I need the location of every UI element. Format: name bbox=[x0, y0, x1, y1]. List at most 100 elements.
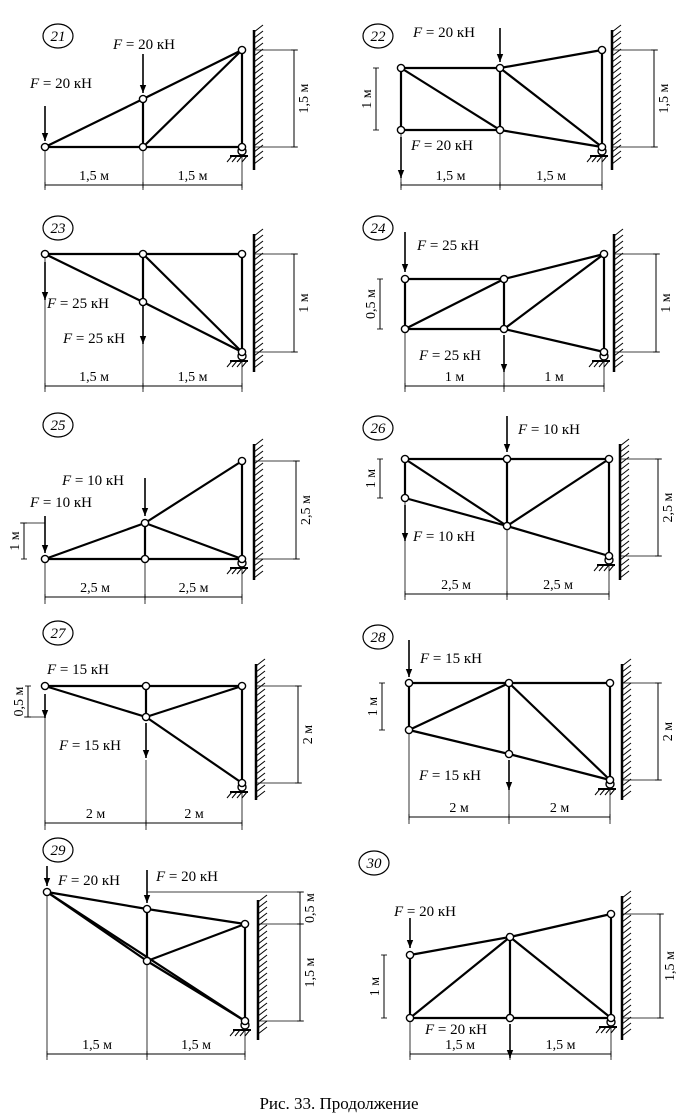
problem-27-bar bbox=[43, 684, 148, 719]
problem-30-load-label: F = 20 кН bbox=[424, 1022, 487, 1038]
problem-24-bar bbox=[502, 327, 606, 354]
problem-23-bar bbox=[141, 300, 244, 354]
problem-26-joint bbox=[400, 454, 410, 464]
problem-27-dimension: 0,5 м bbox=[12, 685, 31, 718]
problem-21-dimension-label: 1,5 м bbox=[297, 83, 312, 113]
problem-26-dimension-label: 1 м bbox=[364, 469, 379, 489]
problem-25-dimension-label: 2,5 м bbox=[299, 495, 314, 525]
problem-30-dimension: 1,5 м bbox=[657, 913, 678, 1019]
problem-26-joint bbox=[604, 551, 614, 561]
problem-24-dimension-label: 1 м bbox=[544, 370, 564, 385]
problem-22-dimension-label: 1,5 м bbox=[536, 169, 566, 184]
problem-22-load-label: F = 20 кН bbox=[412, 25, 475, 41]
problem-29-joint bbox=[240, 919, 250, 929]
problem-30-dimension-label: 1 м bbox=[368, 977, 383, 997]
problem-21-bar bbox=[43, 97, 145, 149]
problem-23-wall bbox=[252, 228, 264, 372]
problem-27-number: 27 bbox=[42, 620, 74, 646]
problem-29-bar bbox=[45, 890, 247, 1023]
problem-28-dimension-label: 1 м bbox=[366, 697, 381, 717]
problem-27-joint bbox=[141, 681, 151, 691]
problem-24-joint bbox=[400, 274, 410, 284]
problem-30-bar bbox=[408, 935, 512, 957]
problem-27-bar bbox=[144, 715, 244, 785]
problem-29-bar bbox=[45, 890, 149, 911]
problem-25-bar bbox=[43, 521, 147, 561]
problem-26-dimension: 1 м bbox=[364, 458, 383, 499]
problem-24-dimension-label: 0,5 м bbox=[364, 289, 379, 319]
problem-28-dimension: 2 м bbox=[408, 801, 510, 820]
problem-27-dimension: 2 м bbox=[44, 807, 147, 826]
problem-29-joint bbox=[142, 956, 152, 966]
problem-27-joint bbox=[237, 681, 247, 691]
problem-22-joint bbox=[396, 63, 406, 73]
problem-21-joint bbox=[138, 94, 148, 104]
problem-29-joint bbox=[240, 1016, 250, 1026]
problem-22-bar bbox=[498, 66, 604, 149]
problem-26-dimension: 2,5 м bbox=[506, 578, 610, 597]
problem-22-joint bbox=[396, 125, 406, 135]
problem-25-dimension-label: 2,5 м bbox=[179, 581, 209, 596]
problem-23-bar bbox=[141, 252, 244, 354]
problem-21-number-text: 21 bbox=[51, 29, 66, 45]
problem-24-load-label: F = 25 кН bbox=[416, 238, 479, 254]
problem-22-bar bbox=[399, 66, 502, 132]
problem-29-bar bbox=[145, 907, 247, 926]
problem-26-dimension-label: 2,5 м bbox=[543, 578, 573, 593]
problem-22-joint bbox=[495, 125, 505, 135]
problem-22-wall bbox=[610, 24, 622, 170]
problem-21-dimension: 1,5 м bbox=[44, 169, 144, 188]
problem-26-wall bbox=[618, 438, 630, 580]
problem-26-dimension-label: 2,5 м bbox=[441, 578, 471, 593]
problem-28-number: 28 bbox=[362, 624, 394, 650]
problem-22-dimension: 1 м bbox=[360, 67, 379, 131]
problem-26-bar bbox=[505, 457, 611, 528]
problem-27-joint bbox=[237, 778, 247, 788]
problem-24-bar bbox=[502, 252, 606, 281]
problem-25-joint bbox=[140, 518, 150, 528]
problem-25-bar bbox=[143, 521, 244, 561]
problem-23-number: 23 bbox=[42, 215, 74, 241]
problem-21-wall bbox=[252, 24, 264, 170]
problem-26-dimension: 2,5 м bbox=[655, 458, 676, 557]
problem-23-dimension: 1,5 м bbox=[44, 370, 144, 389]
problem-23-bar bbox=[43, 252, 145, 304]
problem-29-dimension: 1,5 м bbox=[46, 1038, 148, 1057]
problem-30-bar bbox=[508, 935, 613, 1020]
problem-30-dimension-label: 1,5 м bbox=[663, 951, 678, 981]
problem-29-dimension-label: 1,5 м bbox=[303, 957, 318, 987]
problem-30-load-label: F = 20 кН bbox=[393, 904, 456, 920]
problem-25-bar bbox=[143, 459, 244, 525]
problem-27-dimension: 2 м bbox=[145, 807, 243, 826]
problem-21-dimension-label: 1,5 м bbox=[79, 169, 109, 184]
problem-29-load-label: F = 20 кН bbox=[57, 873, 120, 889]
problem-24-number: 24 bbox=[362, 215, 394, 241]
problem-21-load-label: F = 20 кН bbox=[112, 37, 175, 53]
problem-30-number: 30 bbox=[358, 850, 390, 876]
problem-23-number-text: 23 bbox=[51, 221, 66, 237]
problem-28-joint bbox=[504, 678, 514, 688]
problem-30-dimension: 1,5 м bbox=[509, 1038, 612, 1057]
problem-25-dimension-label: 2,5 м bbox=[80, 581, 110, 596]
problem-22-bar bbox=[498, 48, 604, 70]
problem-24-dimension: 1 м bbox=[503, 370, 605, 389]
problem-23-dimension: 1 м bbox=[291, 253, 312, 353]
problem-24-bar bbox=[403, 277, 506, 331]
problem-29-wall bbox=[256, 894, 268, 1040]
problem-27-wall bbox=[254, 658, 266, 800]
problem-29-dimension: 1,5 м bbox=[146, 1038, 246, 1057]
problem-29-number-text: 29 bbox=[51, 843, 67, 859]
problem-29-joint bbox=[42, 887, 52, 897]
problem-25-dimension: 2,5 м bbox=[144, 581, 243, 600]
problem-27-dimension-label: 2 м bbox=[184, 807, 204, 822]
problem-30-wall bbox=[620, 890, 632, 1040]
problem-24-number-text: 24 bbox=[371, 221, 387, 237]
problem-28-bar bbox=[407, 728, 511, 756]
problem-25-joint bbox=[237, 456, 247, 466]
problem-28-load-label: F = 15 кН bbox=[419, 651, 482, 667]
problem-27-dimension-label: 0,5 м bbox=[12, 686, 27, 716]
problem-25-load-label: F = 10 кН bbox=[29, 495, 92, 511]
problem-23-dimension-label: 1,5 м bbox=[79, 370, 109, 385]
problem-24-joint bbox=[599, 249, 609, 259]
